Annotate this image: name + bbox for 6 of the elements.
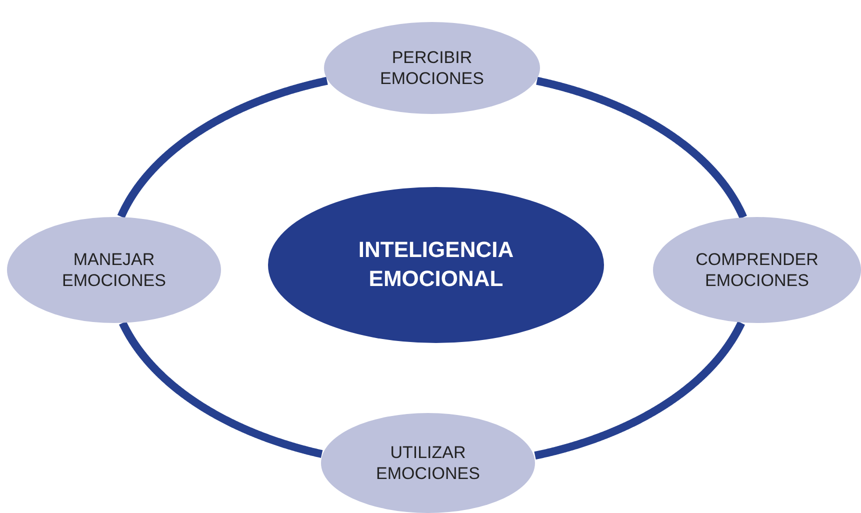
node-label: MANEJAR EMOCIONES (61, 248, 167, 292)
node-label: COMPRENDER EMOCIONES (694, 248, 820, 292)
node-label: PERCIBIR EMOCIONES (379, 46, 485, 90)
node-label: UTILIZAR EMOCIONES (375, 442, 481, 484)
node-label: INTELIGENCIA EMOCIONAL (357, 236, 515, 293)
ring-connector (117, 76, 330, 220)
